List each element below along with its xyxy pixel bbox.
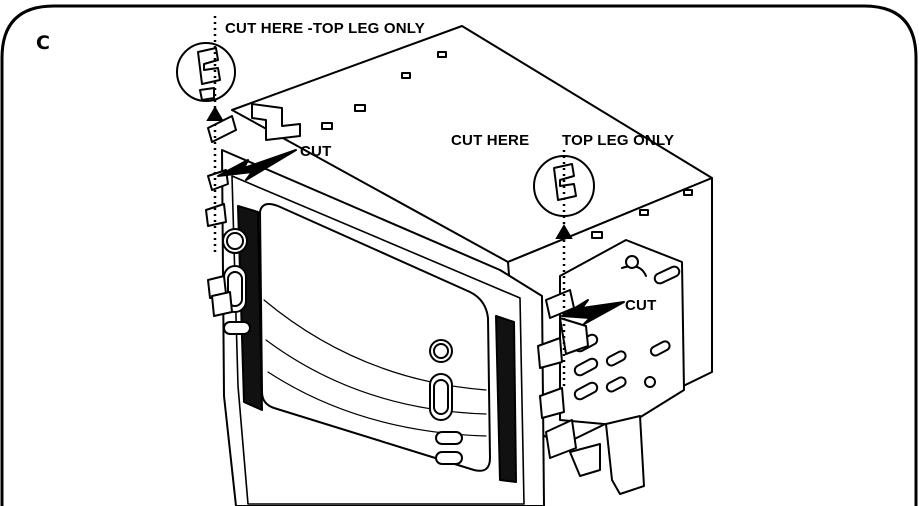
- right-top-leg-label: TOP LEG ONLY: [562, 132, 675, 149]
- panel-letter: C: [36, 32, 51, 54]
- left-cut-here-label: CUT HERE -TOP LEG ONLY: [225, 20, 425, 37]
- right-cut-here-label: CUT HERE: [451, 132, 530, 149]
- radio-unit: [205, 25, 713, 506]
- left-cut-arrow: [217, 149, 297, 181]
- left-up-arrow: [206, 106, 224, 121]
- left-cut-label: CUT: [300, 143, 332, 160]
- right-cut-arrow: [561, 299, 625, 325]
- right-up-arrow: [555, 224, 573, 239]
- right-cut-label: CUT: [625, 297, 657, 314]
- panel-border: [0, 4, 918, 506]
- left-magnifier: [176, 42, 236, 102]
- left-bracket: [207, 115, 237, 143]
